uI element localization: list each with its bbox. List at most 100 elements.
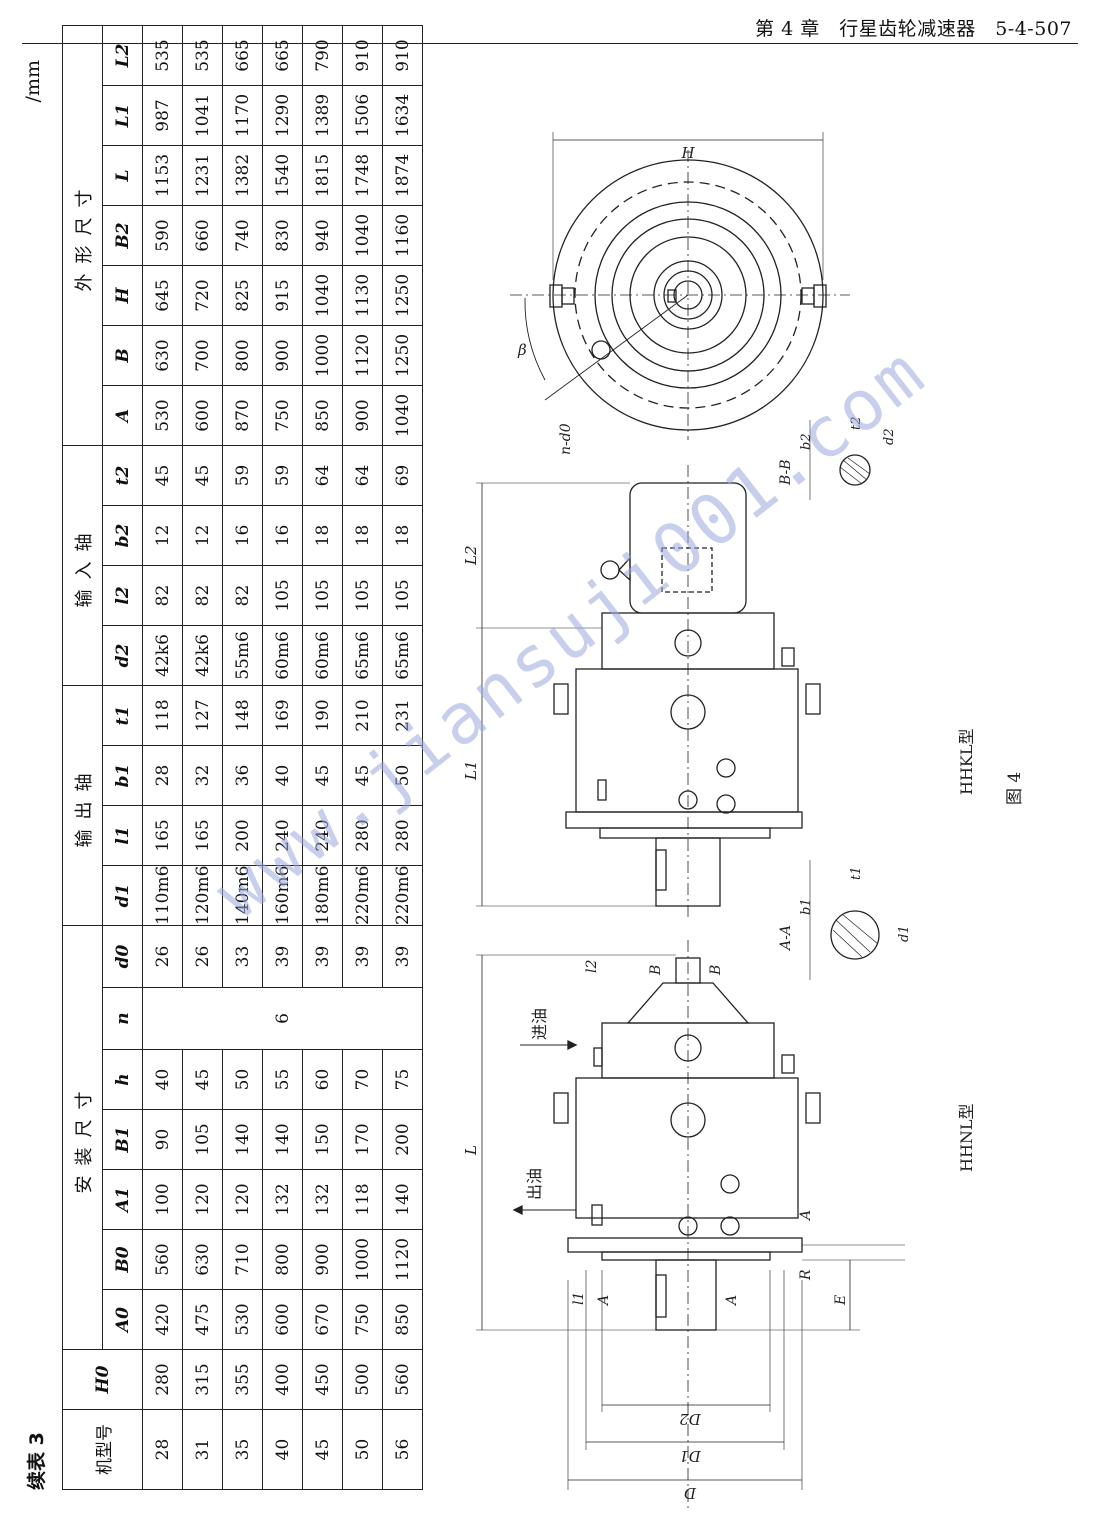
figure-caption: 图 4 — [1005, 772, 1025, 805]
lug-left-neck — [561, 287, 575, 305]
cell-a: 530 — [142, 385, 183, 446]
section-bb: B-B b2 t2 d2 — [778, 417, 897, 500]
cell-l2: 82 — [182, 565, 223, 626]
bolt-hole — [591, 340, 611, 360]
cell-d0: 26 — [142, 925, 183, 988]
cell-h0: 400 — [262, 1349, 303, 1410]
section-aa-hatch-1 — [835, 919, 871, 953]
section-bb-hatch-1 — [842, 459, 868, 481]
cell-t2: 45 — [142, 445, 183, 506]
cell-l1: 165 — [142, 805, 183, 866]
label-hhnl: HHNL型 — [957, 1103, 976, 1172]
cell-b2: 830 — [262, 205, 303, 266]
hhnl-breather — [781, 1054, 795, 1074]
group-header-row: 机型号 H0 安装尺寸 输出轴 输入轴 外形尺寸 — [62, 25, 143, 1490]
hhkl-lug-left — [553, 683, 569, 715]
page-header: 第 4 章 行星齿轮减速器 5-4-507 — [0, 0, 1100, 46]
col-header: A1 — [102, 1169, 143, 1230]
col-header: n — [102, 987, 143, 1050]
cell-t2: 64 — [342, 445, 383, 506]
cell-h: 50 — [222, 1049, 263, 1110]
cell-h0: 355 — [222, 1349, 263, 1410]
cell-a0: 530 — [222, 1289, 263, 1350]
cell-h: 720 — [182, 265, 223, 326]
cell-b: 630 — [142, 325, 183, 386]
cell-h0: 560 — [382, 1349, 423, 1410]
hhnl-main-housing — [575, 1077, 799, 1219]
col-header: d2 — [102, 625, 143, 686]
cell-b2: 940 — [302, 205, 343, 266]
col-header: B0 — [102, 1229, 143, 1290]
hhnl-lug-left — [553, 1092, 569, 1124]
cell-b0: 1000 — [342, 1229, 383, 1290]
cell-h: 645 — [142, 265, 183, 326]
cell-b2: 18 — [342, 505, 383, 566]
cell-b1: 32 — [182, 745, 223, 806]
cell-b2: 1040 — [342, 205, 383, 266]
cell-l1: 1506 — [342, 85, 383, 146]
hhnl-lug-right — [805, 1092, 821, 1124]
cell-d0: 39 — [302, 925, 343, 988]
cell-d2: 42k6 — [142, 625, 183, 686]
cell-l2: 790 — [302, 25, 343, 86]
cell-b0: 710 — [222, 1229, 263, 1290]
cell-d1: 220m6 — [342, 865, 383, 926]
cell-b1i: 200 — [382, 1109, 423, 1170]
col-header: L — [102, 145, 143, 206]
lug-right-neck — [801, 287, 815, 305]
dim-l1-label: L1 — [462, 760, 480, 781]
cell-h: 1040 — [302, 265, 343, 326]
cell-b0: 1120 — [382, 1229, 423, 1290]
cut-b-left: B — [648, 965, 664, 976]
cell-t2: 59 — [222, 445, 263, 506]
dim-d2-label: d2 — [882, 428, 897, 445]
cell-l2: 910 — [342, 25, 383, 86]
cut-a-left: A — [596, 1295, 612, 1307]
cell-b2: 740 — [222, 205, 263, 266]
cell-b: 900 — [262, 325, 303, 386]
cell-h: 915 — [262, 265, 303, 326]
cell-b0: 800 — [262, 1229, 303, 1290]
cell-b2: 18 — [382, 505, 423, 566]
cell-d2: 55m6 — [222, 625, 263, 686]
cell-l: 1815 — [302, 145, 343, 206]
col-header: l2 — [102, 565, 143, 626]
cell-b0: 900 — [302, 1229, 343, 1290]
cell-a: 870 — [222, 385, 263, 446]
hhkl-breather — [781, 647, 795, 667]
cell-model: 56 — [382, 1409, 423, 1490]
cell-a1: 118 — [342, 1169, 383, 1230]
hhnl-bolt-2 — [678, 1216, 698, 1236]
hhnl-oil-out-plug — [591, 1204, 603, 1226]
end-view: H β n-d0 — [510, 132, 850, 455]
cell-model: 50 — [342, 1409, 383, 1490]
section-aa-hatch-2 — [841, 913, 879, 945]
cell-t1: 169 — [262, 685, 303, 746]
dim-L-label: L — [462, 1145, 480, 1156]
cell-b1i: 170 — [342, 1109, 383, 1170]
dim-b2-label: b2 — [799, 433, 814, 450]
hhnl-oil-in-plug — [593, 1047, 603, 1067]
col-header: t2 — [102, 445, 143, 506]
cell-l2: 665 — [262, 25, 303, 86]
cell-a: 850 — [302, 385, 343, 446]
hhnl-bolt-1 — [720, 1174, 740, 1194]
cell-a: 750 — [262, 385, 303, 446]
cell-b0: 630 — [182, 1229, 223, 1290]
section-bb-hatch-3 — [839, 466, 863, 485]
hhnl-output-shaft — [655, 1259, 717, 1331]
dim-D2-label: D2 — [679, 1410, 702, 1428]
cell-model: 40 — [262, 1409, 303, 1490]
dim-d1-label: d1 — [897, 925, 912, 942]
dim-beta-label: β — [517, 341, 527, 359]
cell-l2: 105 — [302, 565, 343, 626]
table-unit: /mm — [22, 60, 44, 103]
lug-right — [813, 284, 827, 308]
shaft-key — [667, 289, 677, 303]
col-header: A — [102, 385, 143, 446]
cell-d2: 65m6 — [342, 625, 383, 686]
cell-l1: 1634 — [382, 85, 423, 146]
cell-b: 1250 — [382, 325, 423, 386]
